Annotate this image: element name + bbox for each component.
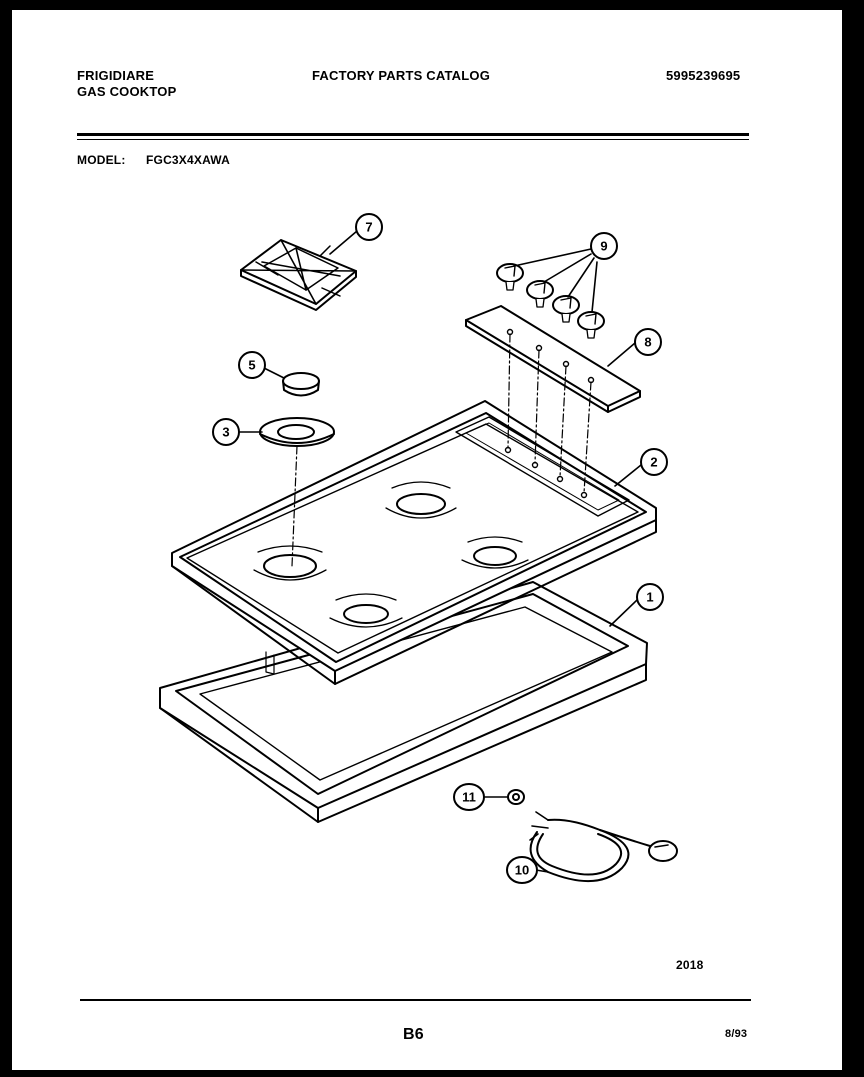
callout-number: 9 xyxy=(600,239,607,254)
header-rule-thick xyxy=(77,133,749,136)
callout-number: 7 xyxy=(365,220,372,235)
catalog-title: FACTORY PARTS CATALOG xyxy=(312,68,491,83)
control-knobs xyxy=(496,263,605,339)
callout-number: 5 xyxy=(248,358,255,373)
control-panel-trim xyxy=(465,305,641,413)
model-number: FGC3X4XAWA xyxy=(146,153,231,167)
grommet xyxy=(507,789,525,805)
burner-cap xyxy=(282,372,320,397)
brand-name: FRIGIDIARE xyxy=(77,68,155,83)
power-cord xyxy=(529,811,678,882)
panel-holes xyxy=(504,328,595,499)
catalog-number: 5995239695 xyxy=(666,68,741,83)
diagram-code: 2018 xyxy=(676,958,704,972)
callout-number: 11 xyxy=(462,790,476,805)
callout-number: 2 xyxy=(650,455,657,470)
footer-rule xyxy=(80,999,751,1001)
page-number: B6 xyxy=(403,1026,424,1043)
revision-date: 8/93 xyxy=(725,1028,748,1040)
callout-number: 10 xyxy=(515,863,529,878)
burner-grate xyxy=(240,239,357,311)
burner-wells xyxy=(253,481,529,628)
product-name: GAS COOKTOP xyxy=(77,84,177,99)
callout-number: 8 xyxy=(644,335,651,350)
cooktop-top xyxy=(171,400,657,685)
model-label: MODEL: xyxy=(77,153,126,167)
callout-circles xyxy=(212,213,668,884)
base-pan xyxy=(159,581,648,823)
callout-number: 3 xyxy=(222,425,229,440)
callout-leaders xyxy=(239,230,642,873)
burner-ring xyxy=(259,417,335,447)
knob-alignment-lines xyxy=(507,333,592,494)
header-rule-thin xyxy=(77,139,749,140)
callout-number: 1 xyxy=(646,590,653,605)
